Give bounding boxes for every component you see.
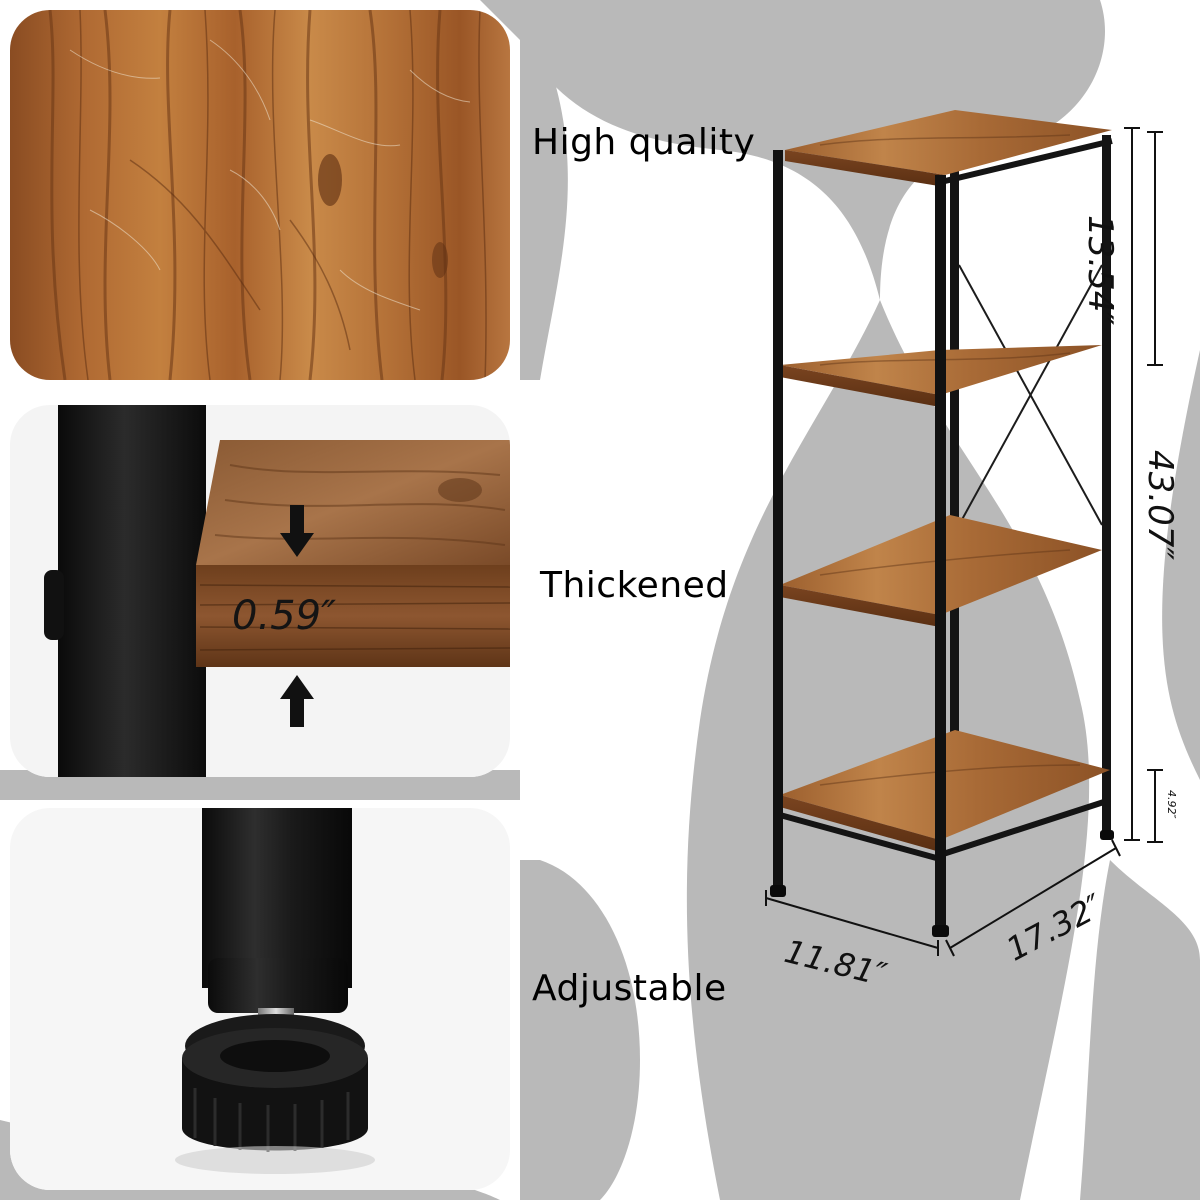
adjustable-foot-panel (10, 808, 510, 1190)
thickness-value-label: 0.59″ (232, 593, 337, 639)
top-section-height-label: 13.54″ (1080, 215, 1120, 326)
dimension-lines (765, 127, 1163, 957)
arrow-up-icon (280, 675, 314, 727)
foot-height-label: 4.92″ (1165, 790, 1178, 819)
adjustable-label: Adjustable (532, 968, 727, 1009)
foot-closeup-image (10, 808, 510, 1190)
total-height-label: 43.07″ (1140, 450, 1180, 561)
board-closeup-image (10, 405, 510, 777)
thickened-label: Thickened (540, 565, 729, 606)
shelf-product-image (770, 110, 1114, 937)
arrow-down-icon (280, 505, 314, 557)
thickness-panel: 0.59″ (10, 405, 510, 777)
high-quality-label: High quality (532, 122, 756, 163)
wood-texture-panel (10, 10, 510, 380)
wood-grain-image (10, 10, 510, 380)
